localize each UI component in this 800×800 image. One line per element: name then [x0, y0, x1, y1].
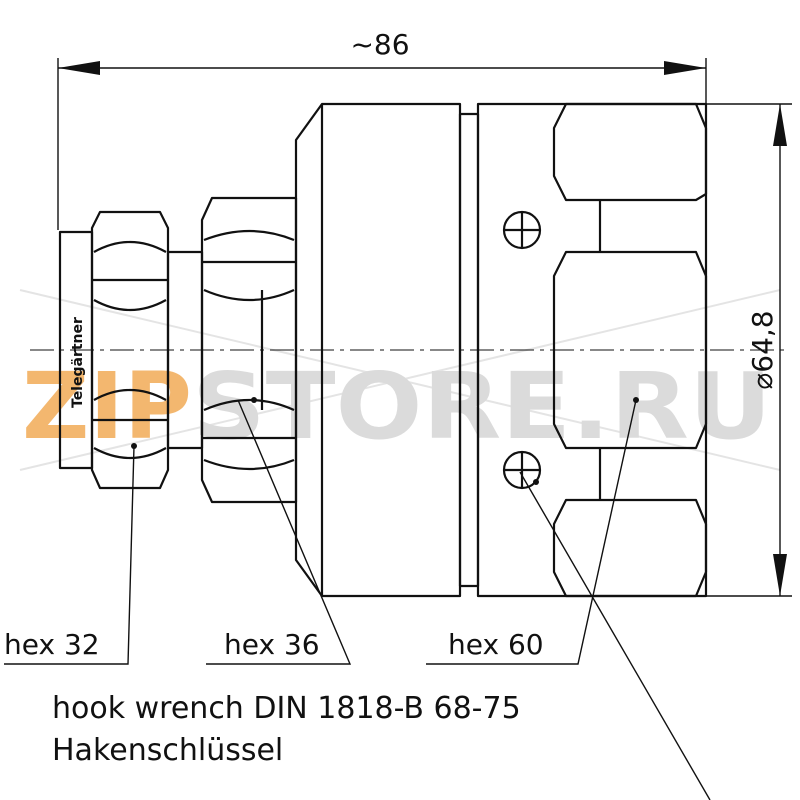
leader-hex60	[426, 399, 637, 665]
watermark: ZIP STORE.RU	[19, 289, 781, 471]
watermark-part2: STORE.RU	[192, 353, 772, 460]
brand-label: Telegärtner	[70, 317, 86, 408]
leader-lines	[4, 399, 711, 800]
hex60-label: hex 60	[448, 628, 544, 661]
hook-wrench-label-de: Hakenschlüssel	[52, 733, 283, 768]
diameter-dimension	[706, 103, 792, 597]
leader-hex36	[206, 399, 352, 665]
length-dimension-label: ~86	[350, 28, 409, 61]
hex32-label: hex 32	[4, 628, 100, 661]
hex36-label: hex 36	[224, 628, 320, 661]
length-dimension	[57, 58, 707, 230]
diameter-dimension-label: ⌀64,8	[746, 310, 779, 389]
leader-hook-wrench	[519, 471, 711, 800]
hook-wrench-label: hook wrench DIN 1818-B 68-75	[52, 691, 521, 726]
leader-hex32	[4, 445, 135, 665]
hex32-nut	[90, 210, 170, 490]
watermark-part1: ZIP	[22, 353, 192, 460]
